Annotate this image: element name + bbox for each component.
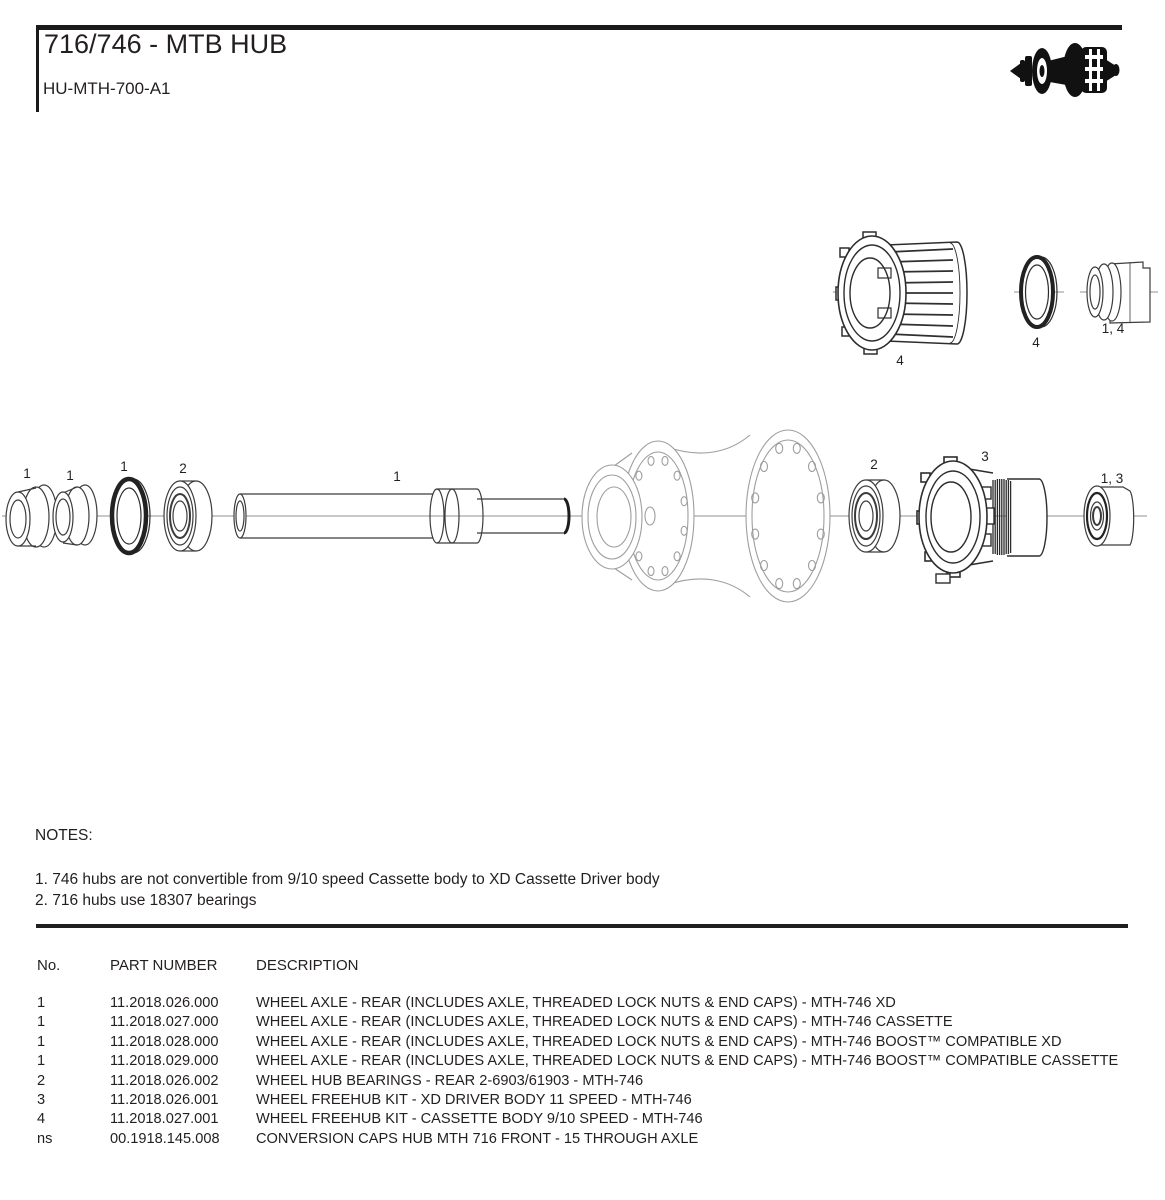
cell-part-number: 11.2018.026.000 xyxy=(110,995,219,1011)
cell-description: WHEEL AXLE - REAR (INCLUDES AXLE, THREAD… xyxy=(256,1014,953,1031)
exploded-diagram xyxy=(2,231,1158,603)
column-header-no: No. xyxy=(37,957,61,974)
seal-top-part xyxy=(1019,255,1058,329)
cell-description: CONVERSION CAPS HUB MTH 716 FRONT - 15 T… xyxy=(256,1130,699,1147)
note-item: 1. 746 hubs are not convertible from 9/1… xyxy=(35,871,660,888)
cell-part-number: 11.2018.028.000 xyxy=(110,1033,219,1050)
header-top-rule xyxy=(36,25,1122,30)
table-row: 2 11.2018.026.002 WHEEL HUB BEARINGS - R… xyxy=(37,1072,1137,1091)
rear-hub-silhouette-icon xyxy=(1010,43,1120,97)
table-row: 1 11.2018.029.000 WHEEL AXLE - REAR (INC… xyxy=(37,1052,1137,1071)
callout-label: 2 xyxy=(870,457,878,472)
page-title: 716/746 - MTB HUB xyxy=(44,29,288,59)
callout-label: 1, 4 xyxy=(1101,321,1125,336)
seal-left-part xyxy=(109,476,151,556)
callout-label: 2 xyxy=(179,461,187,476)
end-cap-left-a-part xyxy=(5,484,58,548)
cell-part-number: 11.2018.027.001 xyxy=(110,1111,219,1128)
callout-label: 4 xyxy=(896,353,904,368)
conversion-cap-part xyxy=(1086,261,1151,324)
cell-part-number: 11.2018.026.002 xyxy=(110,1072,219,1089)
end-cap-right-part xyxy=(1083,485,1135,547)
table-row: ns 00.1918.145.008 CONVERSION CAPS HUB M… xyxy=(37,1130,1137,1149)
cell-description: WHEEL AXLE - REAR (INCLUDES AXLE, THREAD… xyxy=(256,995,896,1011)
bearing-left-part xyxy=(163,480,213,552)
cell-description: WHEEL AXLE - REAR (INCLUDES AXLE, THREAD… xyxy=(256,1033,1062,1050)
hub-shell-part xyxy=(581,429,831,603)
cell-no: ns xyxy=(37,1130,53,1147)
callout-label: 1 xyxy=(393,469,401,484)
table-header-row: No. PART NUMBER DESCRIPTION xyxy=(37,956,1137,975)
cell-no: 1 xyxy=(37,1053,46,1070)
right-flange-spoke-holes xyxy=(751,442,825,590)
end-cap-left-b-part xyxy=(52,484,98,546)
cell-part-number: 11.2018.026.001 xyxy=(110,1092,219,1109)
table-row: 1 11.2018.026.000 WHEEL AXLE - REAR (INC… xyxy=(37,994,1137,1013)
column-header-description: DESCRIPTION xyxy=(256,957,359,974)
xd-driver-body-part xyxy=(916,456,1048,584)
cell-description: WHEEL FREEHUB KIT - XD DRIVER BODY 11 SP… xyxy=(256,1092,692,1109)
axle-part xyxy=(233,488,571,544)
cell-no: 1 xyxy=(37,1014,46,1031)
bearing-right-part xyxy=(848,479,901,553)
cell-no: 3 xyxy=(37,1092,46,1109)
column-header-part-number: PART NUMBER xyxy=(110,957,218,974)
callout-label: 1 xyxy=(23,466,31,481)
table-separator-rule xyxy=(36,924,1128,928)
cell-part-number: 11.2018.027.000 xyxy=(110,1014,219,1031)
cassette-body-part xyxy=(835,231,968,355)
cell-part-number: 00.1918.145.008 xyxy=(110,1130,220,1147)
notes-section: NOTES: 1. 746 hubs are not convertible f… xyxy=(35,826,660,911)
table-row: 3 11.2018.026.001 WHEEL FREEHUB KIT - XD… xyxy=(37,1091,1137,1110)
cell-part-number: 11.2018.029.000 xyxy=(110,1053,219,1070)
callout-label: 1, 3 xyxy=(1100,471,1124,486)
cell-description: WHEEL AXLE - REAR (INCLUDES AXLE, THREAD… xyxy=(256,1053,1119,1070)
notes-heading: NOTES: xyxy=(35,827,93,844)
table-row: 4 11.2018.027.001 WHEEL FREEHUB KIT - CA… xyxy=(37,1110,1137,1129)
callout-label: 4 xyxy=(1032,335,1040,350)
cell-no: 1 xyxy=(37,995,46,1011)
cell-no: 2 xyxy=(37,1072,46,1089)
callout-label: 1 xyxy=(66,468,74,483)
cell-no: 1 xyxy=(37,1033,46,1050)
parts-table: No. PART NUMBER DESCRIPTION 1 11.2018.02… xyxy=(37,956,1137,1149)
header-left-rule xyxy=(36,25,39,112)
callout-label: 3 xyxy=(981,449,989,464)
table-row: 1 11.2018.027.000 WHEEL AXLE - REAR (INC… xyxy=(37,1013,1137,1032)
note-item: 2. 716 hubs use 18307 bearings xyxy=(35,891,257,909)
cell-description: WHEEL HUB BEARINGS - REAR 2-6903/61903 -… xyxy=(256,1072,644,1089)
table-row: 1 11.2018.028.000 WHEEL AXLE - REAR (INC… xyxy=(37,1033,1137,1052)
callout-label: 1 xyxy=(120,459,128,474)
cell-description: WHEEL FREEHUB KIT - CASSETTE BODY 9/10 S… xyxy=(256,1111,703,1128)
part-code: HU-MTH-700-A1 xyxy=(43,79,171,98)
cell-no: 4 xyxy=(37,1111,46,1128)
